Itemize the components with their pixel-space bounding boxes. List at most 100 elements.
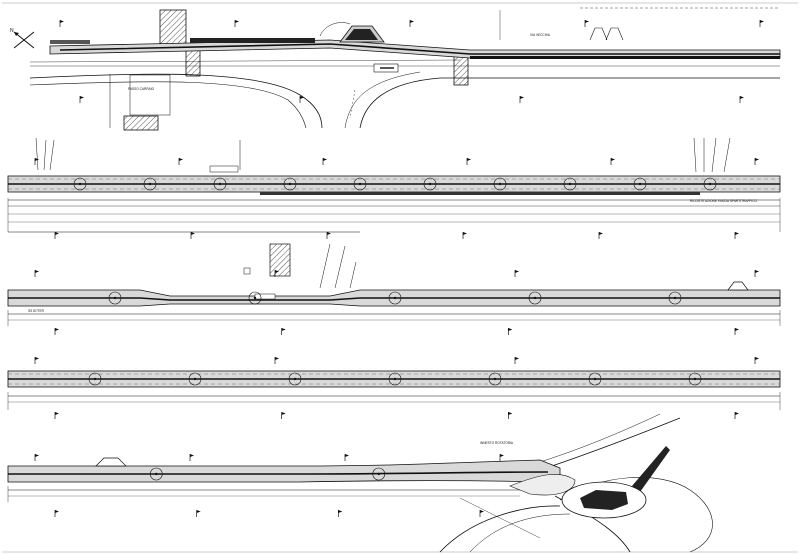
section-flag-icon [196,510,201,513]
section-flag-icon [35,454,39,457]
section-flag-icon [191,232,195,235]
plan-strip-1: PASSO CARRAIO VIA VECCHIA [29,7,781,131]
circle-marker [423,177,437,191]
circle-marker-center [638,182,642,186]
section-flag-icon [60,20,64,23]
circle-marker [288,372,302,386]
circle-marker-center [428,182,432,186]
side-road [539,417,681,471]
plan-strip-4 [7,357,781,419]
median-strip [8,297,780,301]
circle-marker [143,177,157,191]
section-flag-icon [515,270,519,273]
section-flag-icon [463,232,467,235]
circle-marker [353,177,367,191]
circle-marker-center [218,182,222,186]
section-flag-icon [55,328,59,331]
circle-marker-center [78,182,82,186]
building-block [123,115,159,131]
section-flag-icon [281,412,286,415]
section-flag-icon [345,454,349,457]
circle-marker-center [113,296,117,300]
section-flag-icon [190,454,194,457]
side-road [439,505,561,553]
section-flag-icon [611,158,615,161]
section-flag-icon [55,412,59,415]
section-flag-icon [508,412,513,415]
section-flag-icon [55,232,59,235]
section-flag-icon [275,357,279,360]
circle-marker [493,177,507,191]
circle-marker [149,467,163,481]
section-flag-icon [500,454,504,457]
circle-marker-center [498,182,502,186]
traffic-island [509,474,576,496]
building-block [159,9,187,47]
section-flag-icon [410,20,414,23]
section-flag-icon [755,158,759,161]
traffic-island [632,446,670,492]
plan-note: VIA VECCHIA [530,33,551,37]
circle-marker [703,177,717,191]
circle-marker [372,467,386,481]
plan-note: PASSO CARRAIO [128,87,155,91]
side-road [344,71,421,129]
circle-marker [528,291,542,305]
median-strip [470,56,780,59]
section-flag-icon [35,357,39,360]
circle-marker-center [593,377,597,381]
circle-marker-center [155,472,158,476]
section-flag-icon [235,20,239,23]
side-road [29,73,323,129]
traffic-island [727,281,749,291]
section-flag-icon [735,412,739,415]
side-road [539,413,661,463]
side-road [359,77,780,129]
section-flag-icon [520,96,524,99]
side-road [29,81,307,129]
building-block [269,243,291,277]
side-road [469,513,571,553]
section-flag-icon [599,232,603,235]
section-flag-icon [467,158,471,161]
circle-marker [588,372,602,386]
median-strip [50,40,90,44]
section-flag-icon [508,328,513,331]
circle-marker-center [93,377,97,381]
section-flag-icon [515,357,519,360]
circle-marker-center [708,182,712,186]
section-flag-icon [55,510,59,513]
circle-marker [488,372,502,386]
circle-marker-center [358,182,362,186]
circle-marker-center [253,296,257,300]
section-flag-icon [755,270,759,273]
section-flag-icon [338,510,343,513]
section-flag-icon [480,510,484,513]
section-flag-icon [323,158,327,161]
section-flag-icon [755,357,759,360]
circle-marker [108,291,122,305]
section-flag-icon [585,20,589,23]
plan-strip-5: INNESTO ROTATORIA [7,413,713,553]
circle-marker [668,291,682,305]
plan-note: RICOSTITUZIONE FASCIA SPARTITRAFFICO [690,199,758,203]
circle-marker-center [393,377,397,381]
circle-marker [248,291,262,305]
section-flag-icon [735,328,739,331]
circle-marker [688,372,702,386]
circle-marker-center [493,377,497,381]
median-strip [59,43,780,55]
north-arrow-icon: N [10,28,35,49]
circle-marker-center [673,296,677,300]
section-flag-icon [80,96,84,99]
circle-marker-center [288,182,292,186]
circle-marker-center [293,377,297,381]
traffic-island [95,457,127,467]
circle-marker-center [568,182,572,186]
plan-note: SS 87/TER [28,309,45,313]
bridge-pier [185,49,201,77]
circle-marker [188,372,202,386]
section-flag-icon [179,158,183,161]
